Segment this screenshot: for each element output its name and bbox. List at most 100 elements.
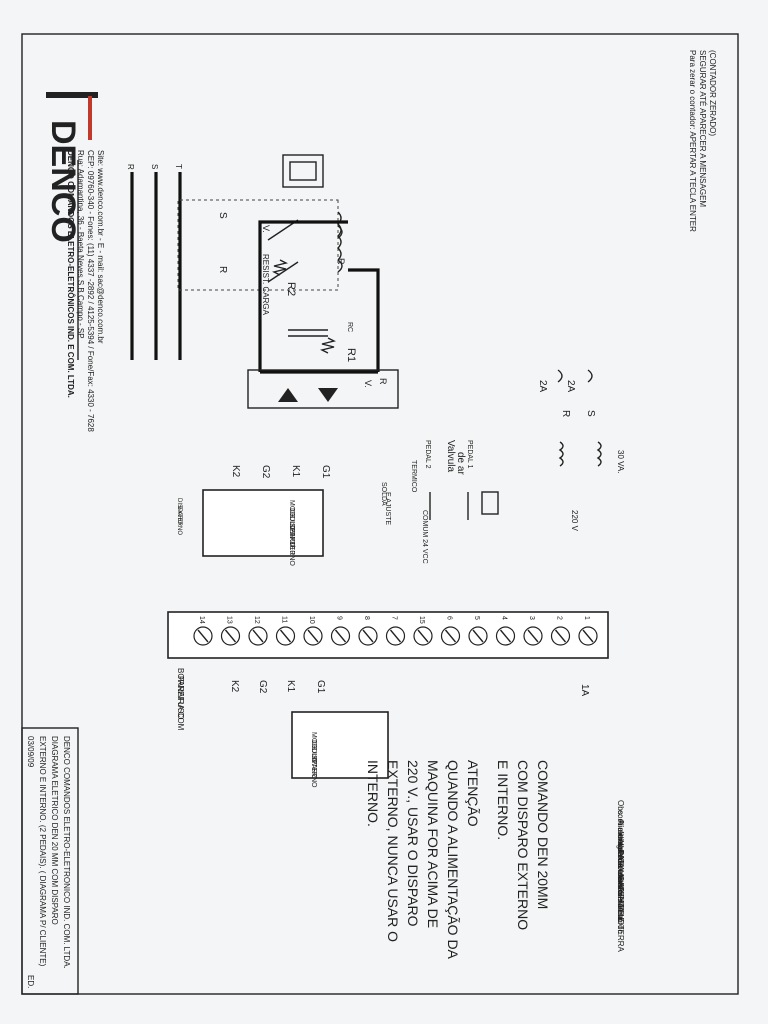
label-R2: R2 (285, 282, 297, 296)
title-ed: ED. (26, 975, 35, 988)
terminal-number: 15 (418, 616, 425, 624)
label-R-ctrl: R (560, 410, 571, 417)
label-220v: 220 V (570, 510, 579, 532)
label-S: S (150, 164, 159, 169)
label-ajuste: E AJUSTE (384, 492, 391, 525)
mod-b-l2: DE (310, 740, 317, 750)
instruction-line1: Para zerar o contador: APERTAR A TECLA E… (688, 50, 697, 232)
note-1: COMANDO DEN 20MM (535, 760, 551, 909)
label-1A: 1A (579, 684, 590, 697)
obs-l1: Obs: Alimentar o comando decocordo (616, 800, 625, 934)
label-borneira1: BORNEIRA COM (176, 668, 185, 731)
label-R-load: R (336, 258, 346, 265)
pin-G1-int: G1 (315, 680, 326, 694)
title-l1: DENCO COMANDOS ELETRO-ELETRONICO IND. CO… (62, 736, 71, 969)
terminal-slot (444, 629, 457, 643)
label-2A-a: 2A (565, 380, 576, 393)
obs-l6: PARA ALIMENTA-LO. (616, 850, 625, 928)
terminal-slot (527, 629, 539, 643)
note-7: 220 V., USAR O DISPARO (405, 760, 421, 927)
terminal-slot (307, 629, 319, 643)
note-3: E INTERNO. (495, 760, 511, 840)
terminal-number: 10 (308, 616, 315, 624)
label-comum: COMUM 24 VCC (421, 510, 428, 564)
disp-ext-l1: DISPARO (176, 498, 182, 525)
pin-K1-int: K1 (285, 680, 296, 693)
note-2: COM DISPARO EXTERNO (515, 760, 531, 930)
pin-G2-int: G2 (257, 680, 268, 694)
label-borneira2: PARAFUSO (176, 676, 185, 719)
terminal-slot (224, 629, 237, 643)
mod-b-l3: DISPARO (310, 748, 317, 780)
title-date: 03/09/09 (26, 736, 35, 768)
note-9: INTERNO. (365, 760, 381, 827)
pin-K2-int: K2 (229, 680, 240, 693)
sheet-border (21, 33, 739, 995)
load-transformer: V. (261, 154, 342, 261)
terminal-number: 7 (391, 616, 398, 620)
mod-a-l5: EXTERNO (288, 532, 295, 566)
note-8: EXTERNO, NUNCA USAR O (385, 760, 401, 942)
label-30va: 30 VA. (616, 450, 625, 473)
label-2A-b: 2A (537, 380, 548, 393)
note-4: ATENÇÃO (465, 760, 481, 827)
terminal-number: 6 (446, 616, 453, 620)
terminal-slot (279, 629, 292, 643)
title-block: DENCO COMANDOS ELETRO-ELETRONICO IND. CO… (21, 727, 79, 995)
label-de-ar: de ar (455, 452, 466, 475)
notes-block: COMANDO DEN 20MM COM DISPARO EXTERNO E I… (365, 760, 551, 960)
instruction-line2: SEGURAR ATÉ APARECER A MENSAGEM (698, 50, 707, 207)
label-R-scr: R (378, 378, 388, 385)
thyristor-pair: V. R (247, 369, 399, 409)
pin-G2: G2 (260, 465, 271, 479)
title-l3: EXTERNO E INTERNO. (2 PEDAIS). ( DIAGRAM… (38, 736, 47, 967)
observations: Obs: Alimentar o comando decocordo com o… (616, 800, 625, 953)
terminal-number: 3 (528, 616, 535, 620)
valve-and-pedals: Valvula de ar PEDAL 1 PEDAL 2 COMUM 24 V… (380, 440, 499, 564)
logo-text: DENCO (44, 120, 82, 243)
label-R-main: R (217, 266, 228, 273)
terminal-slot (554, 629, 567, 643)
label-termico: TERMICO (410, 460, 417, 493)
terminal-number: 8 (363, 616, 370, 620)
resistor-R1: RC R1 (288, 322, 357, 362)
terminal-number: 2 (556, 616, 563, 620)
terminal-number: 14 (198, 616, 205, 624)
label-T: T (174, 164, 183, 169)
obs-l3: A alimentacao deve ser feita (616, 820, 625, 921)
power-circuit: R (258, 220, 380, 374)
disp-ext-l2: EXTERNO (176, 506, 182, 535)
company-phones: CEP: 09760-340 - Fones: (11) 4337 -2892 … (86, 150, 95, 432)
label-valvula: Valvula (445, 440, 456, 472)
label-V-scr: V. (363, 380, 373, 388)
title-l2: DIAGRAMA ELETRICO DEN 20 MM COM DISPARO (50, 736, 59, 925)
label-S-main: S (217, 212, 228, 219)
company-web: Site: www.denco.com.br - E - mail: sac@d… (96, 150, 105, 344)
terminal-number: 13 (226, 616, 233, 624)
mod-b-l1: MODULO (310, 732, 317, 763)
mod-a-l1: MODULO (288, 500, 295, 531)
terminal-number: 5 (473, 616, 480, 620)
note-6: MAQUINA FOR ACIMA DE (425, 760, 441, 928)
company-name: DENCO COMANDOS ELETRO-ELETRÔNICOS IND. E… (66, 150, 75, 398)
terminal-slot (334, 629, 347, 643)
internal-firing-module: MODULO DE DISPARO INTERNO G1 K1 G2 K2 1A (229, 680, 590, 788)
supply-lines: R S T S R (77, 160, 228, 360)
terminal-number: 11 (281, 616, 288, 623)
label-S-ctrl: S (585, 410, 596, 417)
label-pedal1: PEDAL 1 (466, 440, 473, 469)
obs-l4: átroves do transformador. (616, 830, 625, 921)
terminal-number: 12 (253, 616, 260, 624)
terminal-slot (362, 629, 374, 643)
label-R1: R1 (345, 348, 357, 362)
terminal-number: 9 (336, 616, 343, 620)
obs-l2: com o diagrama elétrico. (616, 810, 625, 898)
terminal-slot (389, 629, 402, 643)
terminal-slot (582, 629, 594, 643)
terminal-slot (197, 629, 209, 643)
note-5: QUANDO A ALIMENTAÇÃO DA (445, 760, 461, 960)
label-V: V. (261, 225, 271, 233)
label-pedal2: PEDAL 2 (424, 440, 431, 469)
resistor-R2: RESIST. CARGA R2 (261, 254, 297, 316)
